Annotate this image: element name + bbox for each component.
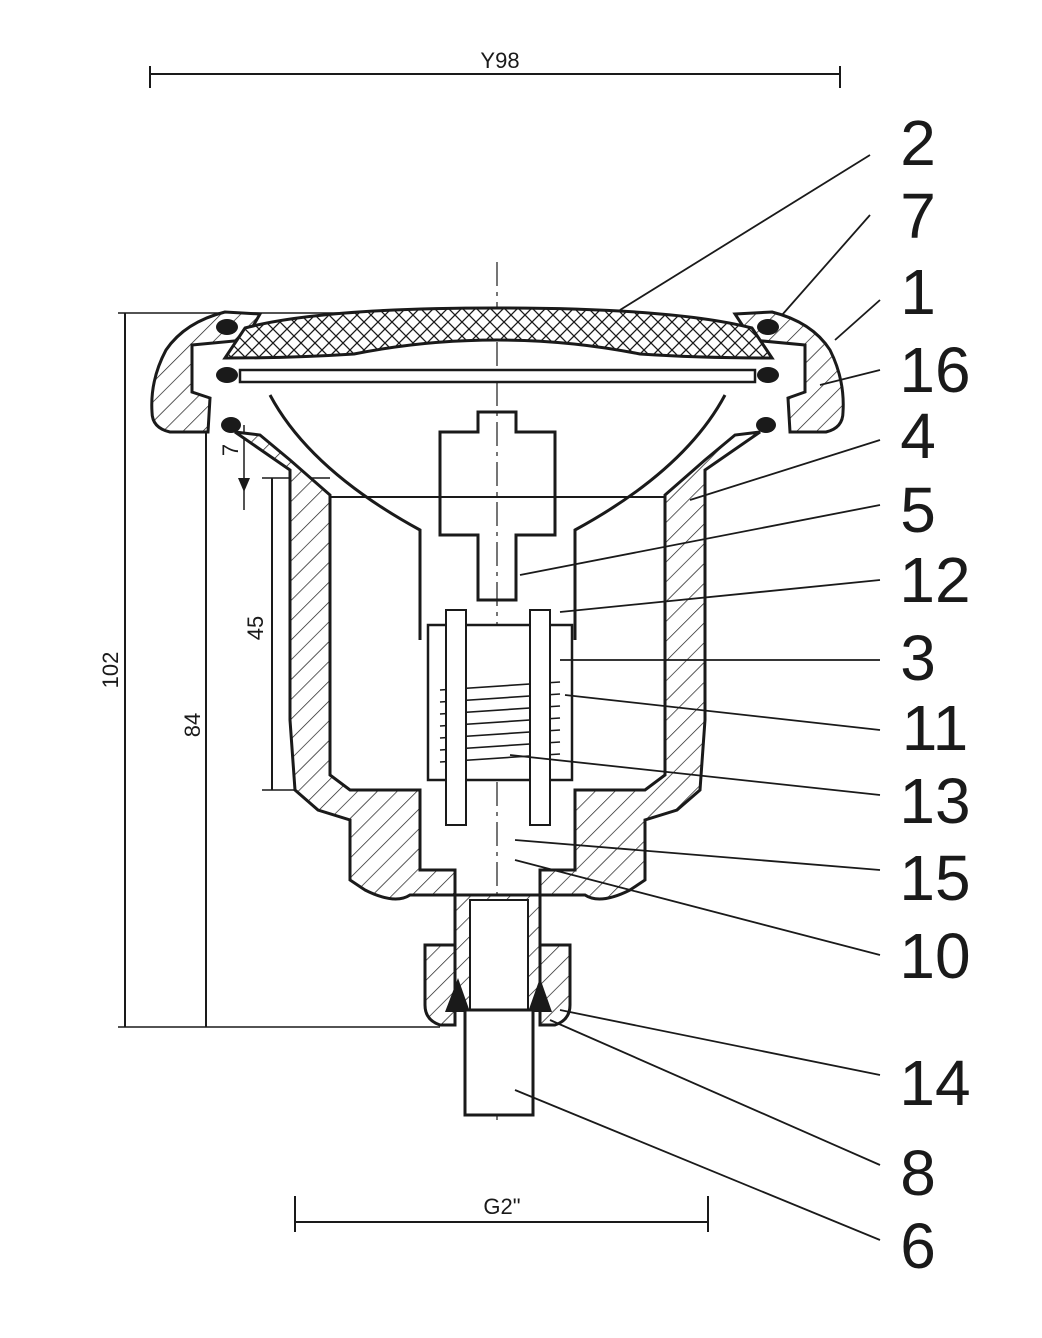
funnel-insert xyxy=(268,394,727,640)
cap-plug xyxy=(222,306,775,360)
body-wall-left xyxy=(234,430,457,901)
lock-nut-left xyxy=(423,943,457,1027)
callout-2: 2 xyxy=(900,107,936,179)
gasket-right xyxy=(528,978,552,1012)
callout-3: 3 xyxy=(900,622,936,694)
callout-10: 10 xyxy=(899,920,970,992)
dimension-stroke-label: 45 xyxy=(243,616,268,640)
callout-labels: 2 7 1 16 4 5 12 3 11 13 15 10 14 8 6 xyxy=(899,107,970,1282)
cover-rim-left xyxy=(150,310,263,434)
callout-6: 6 xyxy=(900,1210,936,1282)
screw-left xyxy=(445,609,467,826)
dimension-body-height-label: 84 xyxy=(180,713,205,737)
dimension-thread-label: G2" xyxy=(483,1194,520,1219)
dimension-seal-offset-label: 7 xyxy=(218,444,243,456)
callout-16: 16 xyxy=(899,334,970,406)
float-head xyxy=(438,410,557,602)
dimension-top-width-label: Y98 xyxy=(480,48,519,73)
screw-right xyxy=(529,609,551,826)
dimension-body-height: 84 xyxy=(180,430,207,1027)
callout-12: 12 xyxy=(899,544,970,616)
callout-1: 1 xyxy=(900,256,936,328)
neck-bore xyxy=(469,899,529,1011)
callout-4: 4 xyxy=(900,400,936,472)
callout-13: 13 xyxy=(899,765,970,837)
callout-7: 7 xyxy=(900,180,936,252)
leader-lines xyxy=(509,154,881,1241)
callout-5: 5 xyxy=(900,474,936,546)
seal-rings xyxy=(216,319,779,433)
drain-pipe xyxy=(463,1008,535,1117)
dimension-overall-height: 102 xyxy=(98,312,440,1028)
dimension-overall-height-label: 102 xyxy=(98,652,123,689)
cover-rim-right xyxy=(732,310,845,434)
body-wall-right xyxy=(538,430,761,901)
gasket-left xyxy=(445,978,470,1012)
callout-11: 11 xyxy=(902,692,968,764)
dimension-thread: G2" xyxy=(294,1194,709,1232)
strainer-plate xyxy=(238,368,757,384)
callout-15: 15 xyxy=(899,842,970,914)
callout-14: 14 xyxy=(899,1047,970,1119)
dimension-top-width: Y98 xyxy=(149,48,841,88)
lock-nut-right xyxy=(538,943,572,1027)
callout-8: 8 xyxy=(900,1137,936,1209)
